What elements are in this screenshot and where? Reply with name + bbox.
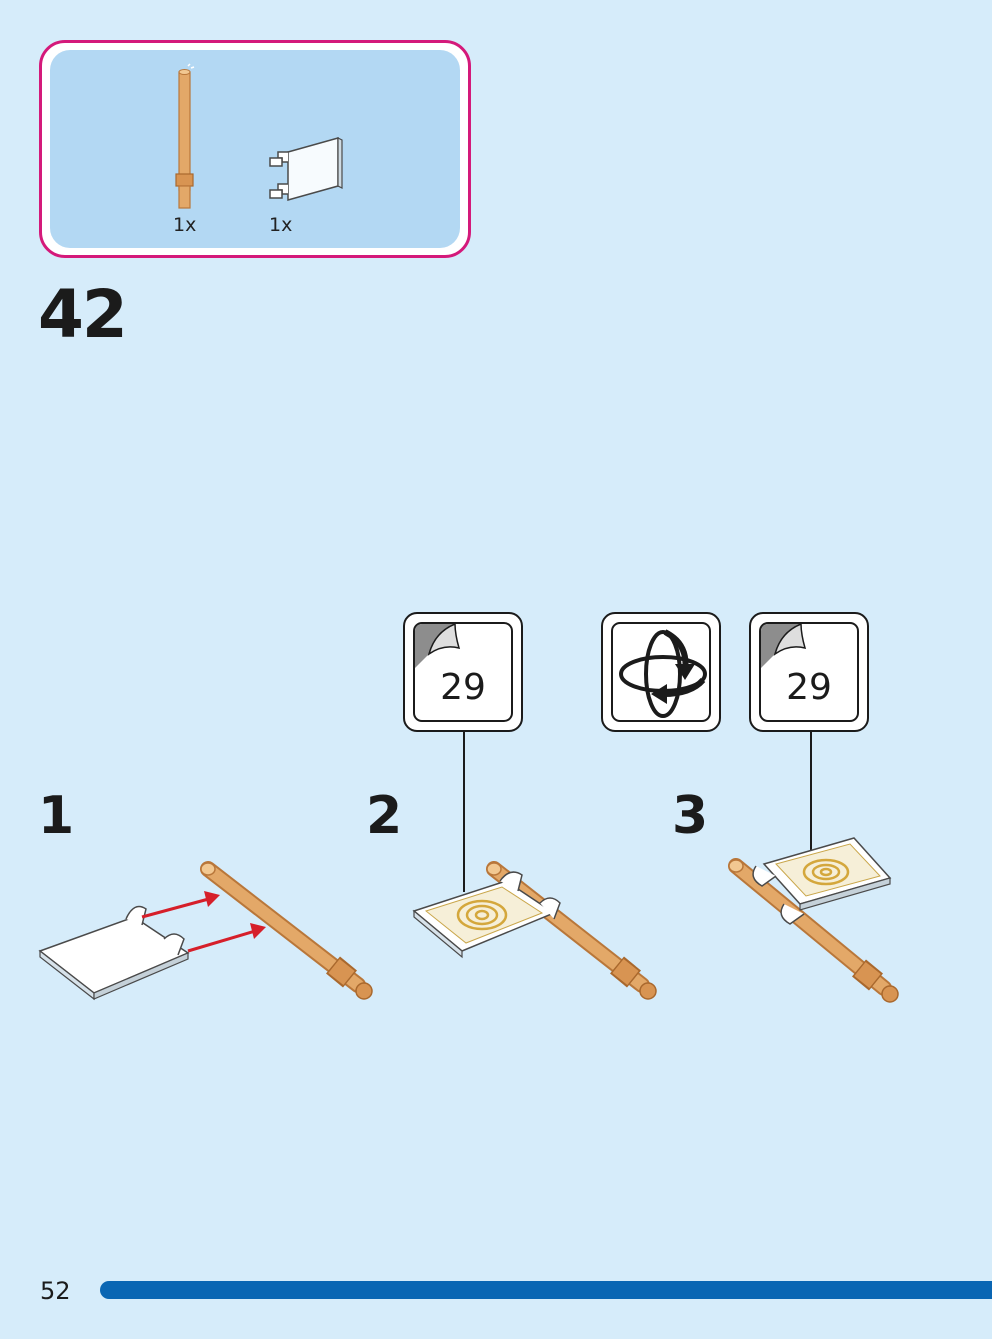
sticker-sheet-icon [415, 624, 461, 668]
bar-part-qty: 1x [173, 214, 197, 236]
bar-piece [728, 858, 899, 1003]
sub-step-3-number: 3 [672, 786, 709, 846]
parts-list-panel: 1x 1x [50, 50, 460, 248]
sticker-callout-step-3: 29 [749, 612, 869, 732]
bar-piece [200, 861, 373, 1000]
flag-piece [38, 905, 190, 1001]
rotate-model-icon [619, 629, 707, 718]
page-number: 52 [40, 1277, 71, 1305]
step-2-illustration [412, 861, 657, 1000]
rotate-callout [601, 612, 721, 732]
sticker-sheet-icon [761, 624, 807, 668]
sub-step-2-number: 2 [366, 786, 403, 846]
sticker-number: 29 [786, 667, 832, 708]
sticker-number: 29 [440, 667, 486, 708]
callout-leader-line [810, 732, 812, 852]
sticker-callout-step-2: 29 [403, 612, 523, 732]
bar-part-icon [175, 63, 195, 209]
flag-part-icon [269, 137, 343, 201]
step-1-illustration [38, 861, 373, 1001]
insert-arrows [141, 891, 266, 953]
flag-part-qty: 1x [269, 214, 293, 236]
flag-with-sticker [412, 871, 561, 959]
flag-with-sticker [752, 837, 892, 925]
page-progress-bar [100, 1281, 992, 1299]
step-3-illustration [728, 837, 899, 1003]
step-number: 42 [38, 276, 128, 353]
callout-leader-line [463, 732, 465, 892]
sub-step-1-number: 1 [38, 786, 75, 846]
parts-list: 1x 1x [39, 40, 471, 258]
